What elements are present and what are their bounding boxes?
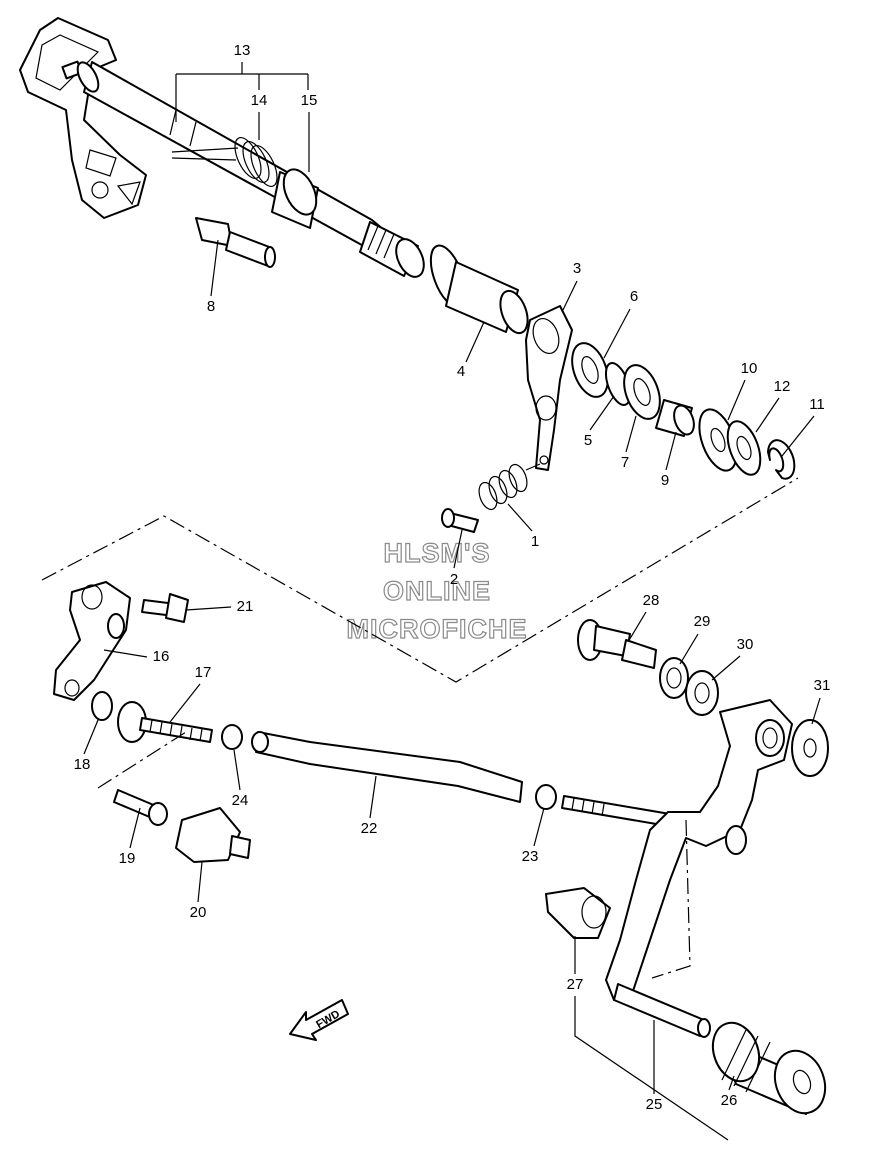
group-boundary-line <box>41 477 799 683</box>
callout-24: 24 <box>232 792 249 809</box>
callout-21: 21 <box>237 598 254 615</box>
callout-29: 29 <box>694 613 711 630</box>
washer-group-10-11-12 <box>698 408 796 480</box>
watermark-line-3: MICROFICHE <box>347 614 528 644</box>
lever-3 <box>525 305 573 471</box>
callout-12: 12 <box>774 378 791 395</box>
bearing-9 <box>655 399 695 437</box>
callout-6: 6 <box>630 288 638 305</box>
washer-30 <box>685 670 719 716</box>
callout-19: 19 <box>119 850 136 867</box>
callout-9: 9 <box>661 472 669 489</box>
callout-13: 13 <box>234 42 251 59</box>
washer-18 <box>91 691 113 721</box>
washer-group-5-6-7 <box>571 342 661 420</box>
boot-20 <box>175 807 251 863</box>
watermark: HLSM'S ONLINE MICROFICHE <box>346 537 528 644</box>
callout-5: 5 <box>584 432 592 449</box>
callout-14: 14 <box>251 92 268 109</box>
pedal-rubber-26 <box>711 1021 827 1115</box>
callout-30: 30 <box>737 636 754 653</box>
callout-28: 28 <box>643 592 660 609</box>
shaft-spline <box>359 221 425 278</box>
nut-24 <box>221 724 243 750</box>
shift-bracket <box>19 17 147 219</box>
lever-16 <box>53 581 131 701</box>
callout-18: 18 <box>74 756 91 773</box>
callout-27: 27 <box>567 976 584 993</box>
leader-lines <box>83 62 821 1141</box>
callout-26: 26 <box>721 1092 738 1109</box>
callout-15: 15 <box>301 92 318 109</box>
pin-2 <box>441 508 479 533</box>
threaded-rod-pedal <box>561 795 671 827</box>
callout-11: 11 <box>809 396 825 413</box>
callout-25: 25 <box>646 1096 663 1113</box>
callout-22: 22 <box>361 820 378 837</box>
callout-7: 7 <box>621 454 629 471</box>
callout-3: 3 <box>573 260 581 277</box>
fwd-label: FWD <box>314 1008 342 1031</box>
bushing-4 <box>429 244 529 335</box>
callout-20: 20 <box>190 904 207 921</box>
callout-31: 31 <box>814 677 831 694</box>
callout-8: 8 <box>207 298 215 315</box>
collar-bolt-28 <box>577 619 657 669</box>
nut-23 <box>535 784 557 810</box>
callout-16: 16 <box>153 648 170 665</box>
shift-shaft-assembly <box>19 17 796 533</box>
collar-27 <box>545 887 611 939</box>
callout-17: 17 <box>195 664 212 681</box>
rod-22 <box>251 731 523 803</box>
washer-31 <box>791 719 829 777</box>
callout-1: 1 <box>531 533 539 550</box>
shift-linkage-assembly <box>53 581 829 1115</box>
spring-14 <box>171 137 278 187</box>
callout-23: 23 <box>522 848 539 865</box>
fwd-arrow: FWD <box>289 999 349 1041</box>
collar-15 <box>271 168 319 229</box>
callout-4: 4 <box>457 363 465 380</box>
threaded-rod-17 <box>139 717 213 743</box>
callout-2: 2 <box>450 571 458 588</box>
shift-pedal-25 <box>605 699 793 1038</box>
spring-1 <box>478 463 541 511</box>
washer-29 <box>659 657 689 699</box>
callout-10: 10 <box>741 360 758 377</box>
bolt-19 <box>113 789 168 826</box>
watermark-line-1: HLSM'S <box>384 538 491 568</box>
bolt-21 <box>141 593 189 623</box>
bolt-8 <box>195 217 276 268</box>
watermark-line-2: ONLINE <box>383 576 491 606</box>
